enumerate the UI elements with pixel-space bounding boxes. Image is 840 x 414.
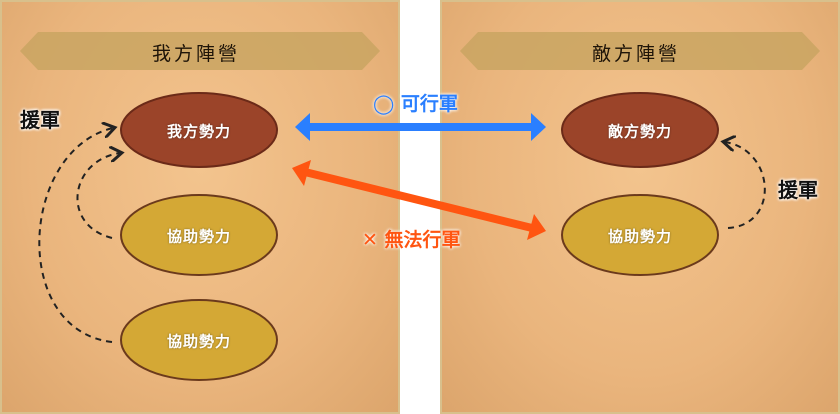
own-camp-title: 我方陣營 [152, 43, 241, 65]
ally-force-label-1: 協助勢力 [166, 227, 232, 246]
reinforcement-arrow-2 [38, 128, 113, 343]
own-force-node [120, 92, 278, 168]
enemy-camp-title: 敵方陣營 [592, 43, 681, 65]
forbidden-march-label: ✕ 無法行軍 [362, 229, 461, 251]
enemy-ally-node [561, 194, 719, 276]
reinforcement-arrow-3 [725, 142, 766, 229]
enemy-reinforcement-label: 援軍 [778, 178, 818, 202]
reinforcement-arrow-1 [76, 153, 120, 239]
allowed-march-label: ◯ 可行軍 [373, 93, 458, 115]
allowed-arrow [295, 113, 546, 141]
ally-force-node-1 [120, 194, 278, 276]
own-reinforcement-label: 援軍 [20, 108, 60, 132]
ally-force-label-2: 協助勢力 [166, 332, 232, 351]
ally-force-node-2 [120, 299, 278, 381]
enemy-camp-banner [460, 32, 820, 70]
enemy-force-node [561, 92, 719, 168]
enemy-force-label: 敵方勢力 [607, 122, 673, 141]
own-camp-banner [20, 32, 380, 70]
own-force-label: 我方勢力 [166, 122, 232, 141]
enemy-ally-label: 協助勢力 [607, 227, 673, 246]
forbidden-arrow [292, 160, 546, 240]
